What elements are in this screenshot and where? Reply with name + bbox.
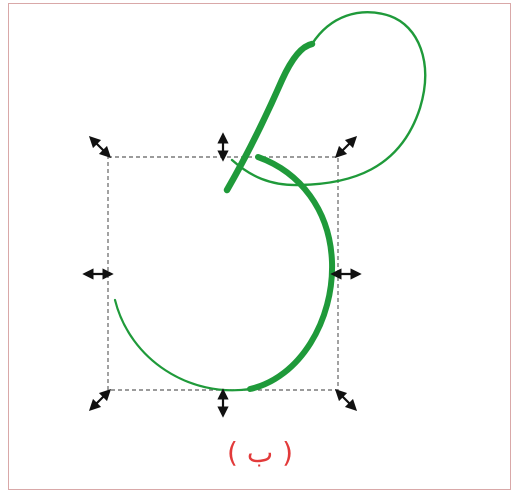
curve-bowl-thin [113,298,252,392]
curve-bowl-thick [247,154,336,392]
diagonal-resize-arrow-icon[interactable] [88,135,112,159]
figure-caption: ( ب ) [226,436,293,469]
diagonal-resize-arrow-icon[interactable] [334,388,358,412]
selected-curve[interactable] [113,11,427,392]
transform-handles[interactable] [82,132,362,418]
diagonal-resize-arrow-icon[interactable] [88,388,112,412]
curve-loop-thick [223,40,316,194]
curve-loop-thin [230,11,427,187]
diagonal-resize-arrow-icon[interactable] [334,135,358,159]
